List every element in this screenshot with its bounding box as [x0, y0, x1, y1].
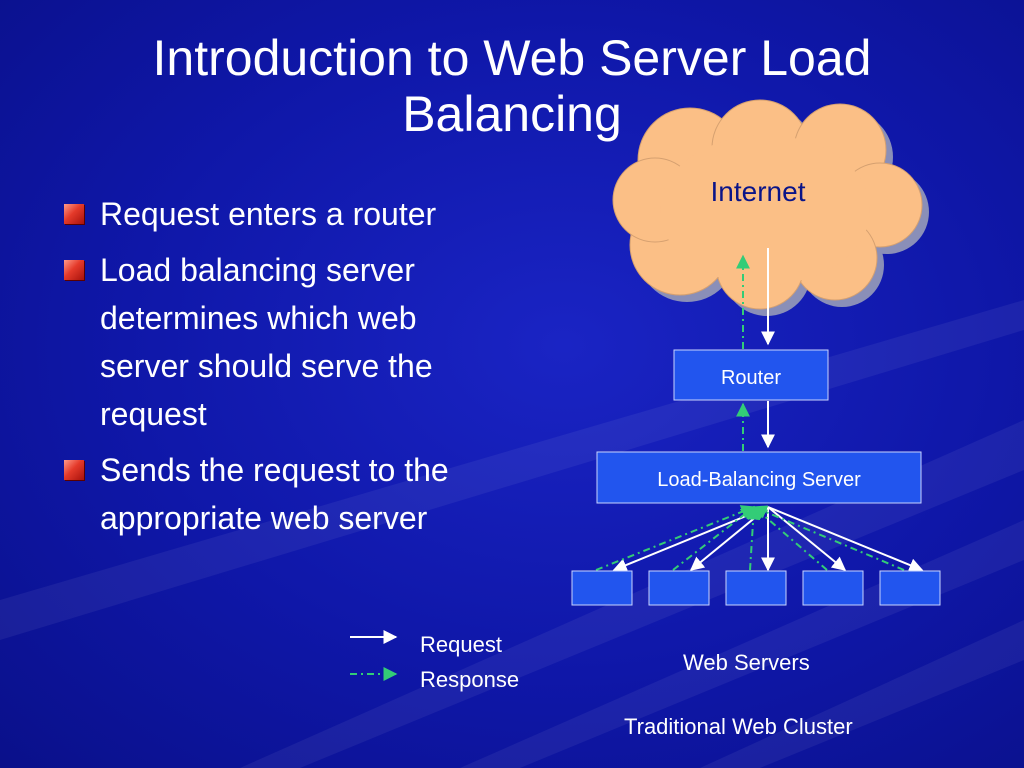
web-server-box [879, 570, 941, 606]
web-server-box [648, 570, 710, 606]
response-arrow [752, 505, 905, 571]
request-arrow [767, 506, 924, 572]
request-arrow [689, 506, 769, 571]
bullet-square-icon [64, 260, 84, 280]
fanout-arrows [595, 505, 924, 572]
diagram-caption: Traditional Web Cluster [624, 714, 853, 739]
router-label: Router [721, 367, 781, 389]
legend-request-label: Request [420, 632, 502, 657]
bullet-text: Load balancing server determines which w… [100, 252, 433, 432]
request-arrow [767, 506, 847, 571]
web-server-row [571, 570, 941, 606]
bullet-item: Load balancing server determines which w… [60, 246, 510, 438]
bullet-list: Request enters a router Load balancing s… [60, 190, 510, 550]
web-server-box [802, 570, 864, 606]
bullet-text: Request enters a router [100, 196, 437, 232]
web-servers-label: Web Servers [683, 650, 810, 675]
bullet-text: Sends the request to the appropriate web… [100, 452, 449, 536]
web-server-box [571, 570, 633, 606]
web-server-box [725, 570, 787, 606]
load-balancing-server-label: Load-Balancing Server [657, 469, 861, 491]
bullet-item: Sends the request to the appropriate web… [60, 446, 510, 542]
response-arrow [746, 505, 761, 571]
legend [350, 630, 398, 681]
legend-response-label: Response [420, 667, 520, 692]
response-arrow [672, 506, 756, 571]
request-arrow [612, 506, 769, 572]
response-arrow [595, 505, 756, 571]
bullet-item: Request enters a router [60, 190, 510, 238]
load-balancing-server-box [596, 451, 922, 504]
slide-title: Introduction to Web Server Load Balancin… [152, 30, 872, 142]
internet-label: Internet [711, 176, 806, 207]
internet-cloud [612, 99, 929, 316]
bullet-square-icon [64, 460, 84, 480]
router-box [673, 349, 829, 401]
bullet-square-icon [64, 204, 84, 224]
